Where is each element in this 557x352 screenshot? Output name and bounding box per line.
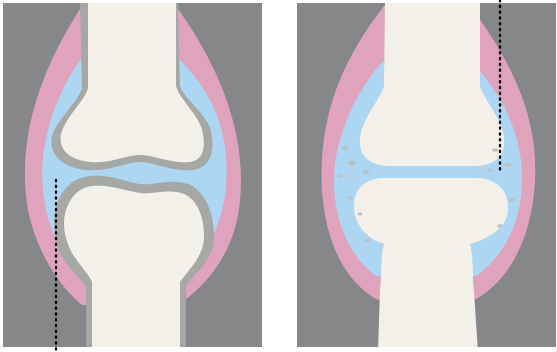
cartilage-fragment xyxy=(348,161,356,165)
cartilage-fragment xyxy=(363,170,370,174)
osteoarthritic-joint-panel xyxy=(297,0,556,352)
healthy-joint-panel xyxy=(3,0,262,352)
cartilage-fragment xyxy=(509,198,515,202)
cartilage-fragment xyxy=(501,102,506,105)
cartilage-fragment xyxy=(358,212,363,215)
cartilage-fragment xyxy=(497,224,503,228)
cartilage-fragment xyxy=(504,163,511,167)
cartilage-fragment xyxy=(492,148,498,152)
cartilage-fragment xyxy=(338,174,343,178)
cartilage-fragment xyxy=(347,196,353,200)
cartilage-fragment xyxy=(364,238,370,242)
cartilage-fragment xyxy=(342,146,348,150)
cartilage-fragment xyxy=(487,168,492,171)
